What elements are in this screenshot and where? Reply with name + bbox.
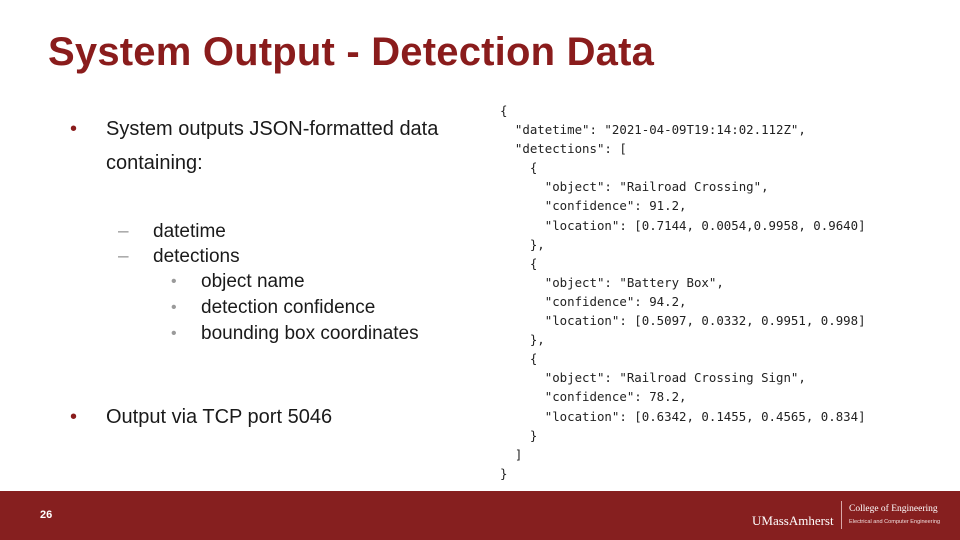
json-code-block: { "datetime": "2021-04-09T19:14:02.112Z"… <box>500 101 866 483</box>
code-line: "location": [0.7144, 0.0054,0.9958, 0.96… <box>500 217 866 233</box>
department-logo-text: Electrical and Computer Engineering <box>849 519 941 525</box>
slide-title: System Output - Detection Data <box>48 30 655 74</box>
code-line: "location": [0.5097, 0.0332, 0.9951, 0.9… <box>500 313 866 329</box>
code-line: { <box>500 351 538 367</box>
code-line: }, <box>500 236 545 252</box>
code-line: "confidence": 91.2, <box>500 198 687 214</box>
code-line: } <box>500 465 508 481</box>
subsub-bullet-text: object name <box>201 271 305 292</box>
umass-logo-text: UMassAmherst <box>752 513 834 528</box>
logo-divider <box>841 501 842 529</box>
code-line: { <box>500 103 508 118</box>
subsub-bullet-marker: • <box>171 273 177 290</box>
college-logo-text: College of Engineering <box>849 504 938 514</box>
code-line: ] <box>500 446 523 462</box>
subsub-bullet-text: detection confidence <box>201 297 376 318</box>
footer-bar: 26 UMassAmherst College of Engineering E… <box>0 491 960 540</box>
bullet-marker: • <box>70 118 78 140</box>
code-line: "object": "Battery Box", <box>500 274 724 290</box>
code-line: "confidence": 94.2, <box>500 293 687 309</box>
bullet-json-output: • System outputs JSON-formatted data con… <box>70 112 450 180</box>
code-line: "location": [0.6342, 0.1455, 0.4565, 0.8… <box>500 408 866 424</box>
sub-bullet-marker: – <box>118 246 129 267</box>
code-line: { <box>500 160 538 176</box>
code-line: } <box>500 427 538 443</box>
code-line: "object": "Railroad Crossing", <box>500 179 769 195</box>
sub-bullet-text: datetime <box>153 221 226 242</box>
sub-bullet-text: detections <box>153 246 240 267</box>
code-line: }, <box>500 332 545 348</box>
code-line: { <box>500 255 538 271</box>
subsub-bullet-text: bounding box coordinates <box>201 323 419 344</box>
bullet-marker: • <box>70 406 78 428</box>
sub-bullet-marker: – <box>118 221 129 242</box>
subsub-bullet-marker: • <box>171 325 177 342</box>
bullet-text: Output via TCP port 5046 <box>106 406 333 428</box>
code-line: "object": "Railroad Crossing Sign", <box>500 370 806 386</box>
code-line: "detections": [ <box>500 141 627 157</box>
code-line: "confidence": 78.2, <box>500 389 687 405</box>
code-line: "datetime": "2021-04-09T19:14:02.112Z", <box>500 122 806 138</box>
page-number: 26 <box>40 509 53 521</box>
subsub-bullet-marker: • <box>171 299 177 316</box>
bullet-text: System outputs JSON-formatted data conta… <box>106 118 439 174</box>
